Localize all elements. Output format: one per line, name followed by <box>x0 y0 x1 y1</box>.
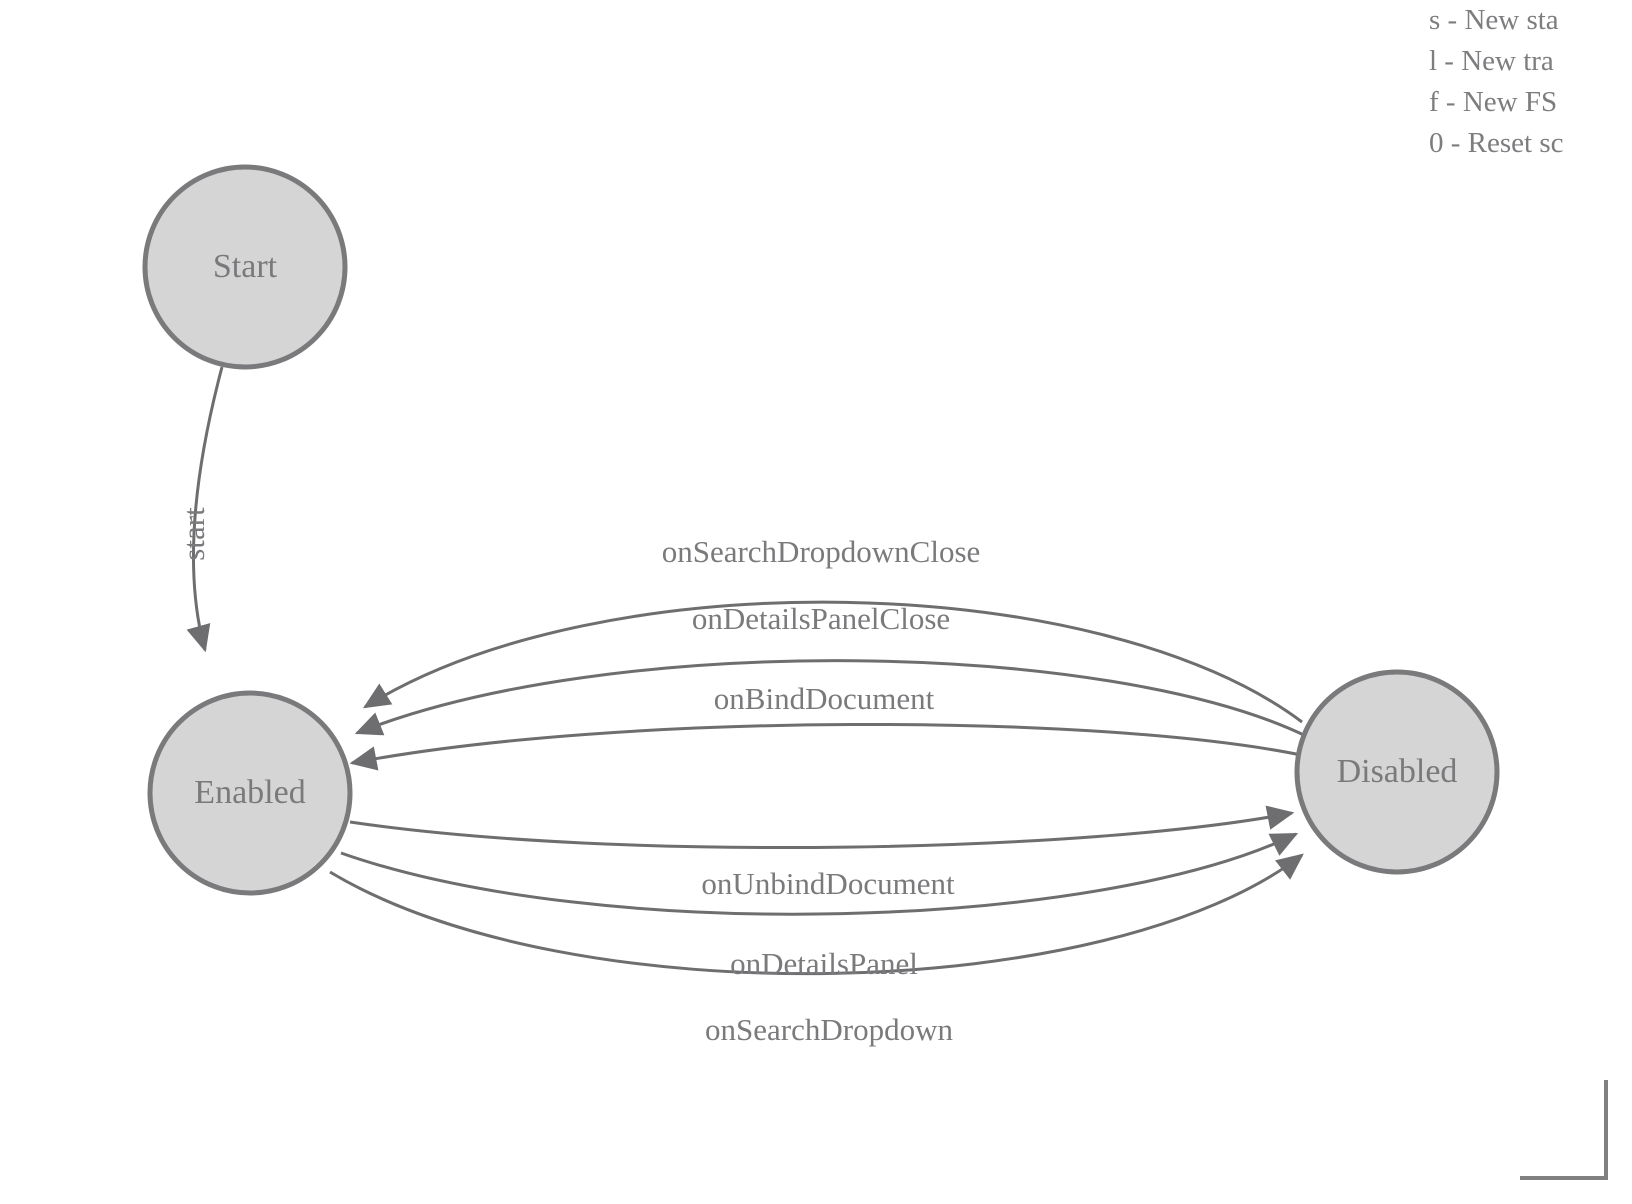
edge-onbinddocument[interactable] <box>349 722 1302 771</box>
edge-label-onsearchdropdownclose: onSearchDropdownClose <box>661 534 981 569</box>
edge-path-onsearchdropdown[interactable] <box>329 853 1304 976</box>
node-label-enabled: Enabled <box>194 774 306 811</box>
edge-onsearchdropdownclose[interactable] <box>362 600 1303 724</box>
node-disabled[interactable] <box>1294 669 1500 875</box>
node-label-start: Start <box>212 248 278 285</box>
edge-label-onbinddocument: onBindDocument <box>713 681 935 716</box>
node-label-disabled: Disabled <box>1336 753 1458 790</box>
edge-label-start: start <box>176 507 211 561</box>
edge-path-ondetailspanelclose[interactable] <box>354 659 1309 739</box>
edge-label-ondetailspanelclose: onDetailsPanelClose <box>691 601 951 636</box>
edge-ondetailspanelclose[interactable] <box>354 659 1309 739</box>
node-start[interactable] <box>142 164 348 370</box>
edge-path-onsearchdropdownclose[interactable] <box>362 600 1303 724</box>
edge-onunbinddocument[interactable] <box>349 805 1295 850</box>
edge-start[interactable] <box>186 366 224 653</box>
edge-path-onbinddocument[interactable] <box>349 722 1302 771</box>
edge-path-onunbinddocument[interactable] <box>349 805 1295 850</box>
edge-path-ondetailspanel[interactable] <box>340 832 1299 916</box>
edge-ondetailspanel[interactable] <box>340 832 1299 916</box>
edge-label-ondetailspanel: onDetailsPanel <box>730 946 918 981</box>
edge-onsearchdropdown[interactable] <box>329 853 1304 976</box>
edge-label-onsearchdropdown: onSearchDropdown <box>705 1012 953 1047</box>
edge-path-start[interactable] <box>186 366 224 653</box>
edge-label-onunbinddocument: onUnbindDocument <box>701 866 955 901</box>
node-enabled[interactable] <box>147 690 353 896</box>
